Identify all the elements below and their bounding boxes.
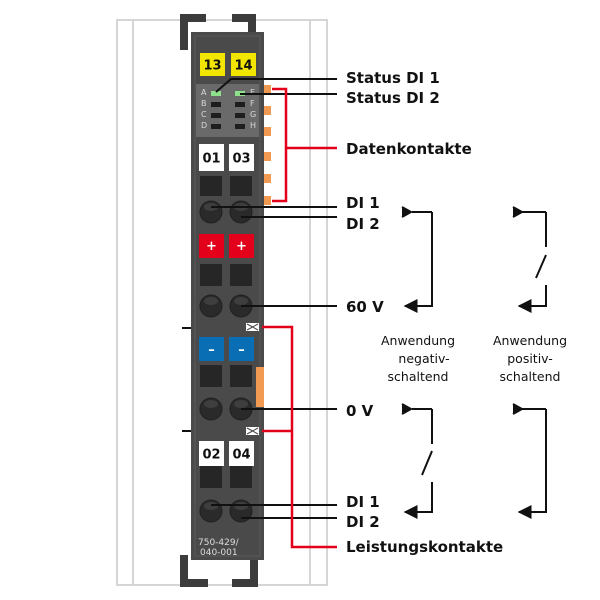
di2-upper-label: DI 2 bbox=[346, 215, 380, 233]
label-plus-right bbox=[229, 234, 254, 258]
label-01 bbox=[199, 144, 224, 171]
part-number-line2: 040-001 bbox=[200, 548, 238, 558]
label-01-text: 01 bbox=[202, 152, 220, 167]
leistungskontakte-bracket bbox=[262, 325, 337, 549]
v60-label: 60 V bbox=[346, 298, 384, 316]
label-04 bbox=[229, 441, 254, 466]
label-14 bbox=[231, 53, 256, 76]
neg-app-line1: Anwendung bbox=[381, 333, 455, 348]
wiring-positive-upper bbox=[512, 206, 547, 313]
led-inactive-group bbox=[211, 102, 245, 129]
minus-left-text: – bbox=[208, 343, 215, 358]
pos-app-line1: Anwendung bbox=[493, 333, 567, 348]
leader-lines bbox=[211, 78, 337, 519]
label-13-text: 13 bbox=[203, 59, 221, 74]
wiring-negative-lower bbox=[401, 403, 433, 519]
power-contact-strip bbox=[256, 367, 264, 407]
di2-lower-label: DI 2 bbox=[346, 513, 380, 531]
label-13 bbox=[200, 53, 225, 76]
label-03-text: 03 bbox=[232, 152, 250, 167]
status-di2-label: Status DI 2 bbox=[346, 89, 440, 107]
datenkontakte-bracket bbox=[272, 87, 337, 203]
data-contact-pads bbox=[264, 85, 271, 205]
plus-left-text: + bbox=[206, 239, 217, 254]
wiring-negative-upper bbox=[401, 206, 433, 313]
led-letter-e: E bbox=[250, 88, 255, 97]
led-letter-d: D bbox=[201, 121, 207, 130]
power-contact-marker-lower bbox=[246, 427, 259, 435]
di1-lower-label: DI 1 bbox=[346, 493, 380, 511]
power-contact-marker-upper bbox=[246, 323, 259, 331]
led-letter-c: C bbox=[201, 110, 207, 119]
bottom-clip bbox=[180, 555, 258, 587]
led-letter-h: H bbox=[250, 121, 256, 130]
led-letter-b: B bbox=[201, 99, 207, 108]
led-letter-g: G bbox=[250, 110, 256, 119]
leistungskontakte-label: Leistungskontakte bbox=[346, 538, 503, 556]
minus-right-text: – bbox=[238, 343, 245, 358]
datenkontakte-label: Datenkontakte bbox=[346, 140, 472, 158]
led-letter-a: A bbox=[201, 88, 207, 97]
pos-app-line3: schaltend bbox=[500, 369, 561, 384]
led-panel bbox=[196, 84, 259, 137]
neg-app-line3: schaltend bbox=[388, 369, 449, 384]
label-02-text: 02 bbox=[202, 448, 220, 463]
label-minus-left bbox=[199, 337, 224, 361]
label-minus-right bbox=[229, 337, 254, 361]
plus-right-text: + bbox=[236, 239, 247, 254]
part-number-line1: 750-429/ bbox=[198, 538, 240, 548]
status-di1-label: Status DI 1 bbox=[346, 69, 440, 87]
release-slots bbox=[200, 176, 252, 488]
label-04-text: 04 bbox=[232, 448, 250, 463]
label-plus-left bbox=[199, 234, 224, 258]
v0-label: 0 V bbox=[346, 402, 374, 420]
wiring-positive-lower bbox=[512, 403, 547, 519]
label-14-text: 14 bbox=[234, 59, 252, 74]
din-rail bbox=[116, 19, 328, 586]
led-status-di1 bbox=[211, 91, 221, 96]
pos-app-line2: positiv- bbox=[507, 351, 553, 366]
neg-app-line2: negativ- bbox=[398, 351, 449, 366]
led-letter-f: F bbox=[250, 99, 255, 108]
label-03 bbox=[229, 144, 254, 171]
label-02 bbox=[199, 441, 224, 466]
di1-upper-label: DI 1 bbox=[346, 194, 380, 212]
